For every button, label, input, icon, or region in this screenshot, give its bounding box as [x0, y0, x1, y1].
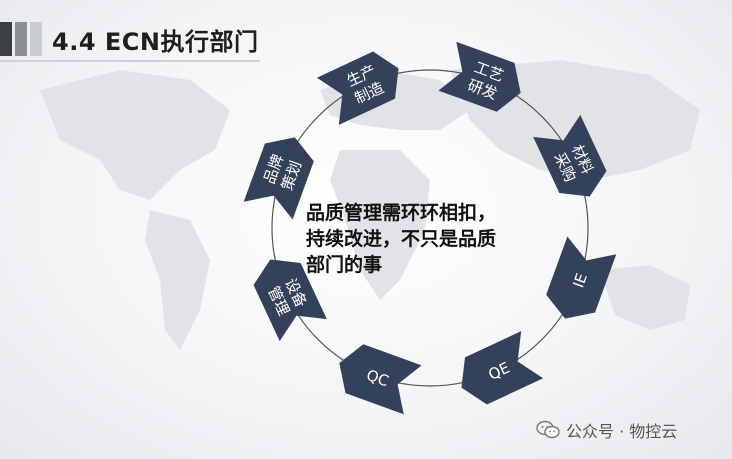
cycle-step-qe: QE	[461, 331, 544, 405]
chevron-arrow-qe	[461, 331, 544, 405]
center-message: 品质管理需环环相扣， 持续改进，不只是品质 部门的事	[306, 200, 546, 278]
wechat-icon	[536, 420, 560, 439]
page-title: 4.4 ECN执行部门	[52, 27, 259, 56]
header-marker-dark	[0, 22, 12, 56]
header-marker-light	[30, 22, 42, 56]
slide-header: 4.4 ECN执行部门	[0, 22, 258, 56]
center-line-1: 品质管理需环环相扣，	[306, 202, 497, 224]
cycle-step-label-ie-1: IE	[569, 271, 591, 290]
cycle-step-ie: IE	[546, 236, 617, 319]
chevron-arrow-purchase	[533, 114, 607, 197]
cycle-ring	[271, 69, 589, 387]
chevron-arrow-brand	[243, 137, 314, 220]
title-underline	[0, 60, 260, 62]
chevron-arrow-qc	[339, 344, 422, 415]
chevron-arrow-production	[316, 51, 399, 125]
center-line-2: 持续改进，不只是品质	[306, 228, 497, 250]
watermark-text: 公众号 · 物控云	[566, 422, 678, 441]
header-marker-mid	[15, 22, 27, 56]
chevron-arrow-equipment	[253, 259, 327, 342]
chevron-arrow-rd	[438, 41, 521, 112]
chevron-arrow-ie	[546, 236, 617, 319]
watermark: 公众号 · 物控云	[536, 418, 677, 442]
cycle-step-qc: QC	[339, 344, 422, 415]
center-line-3: 部门的事	[306, 254, 383, 276]
